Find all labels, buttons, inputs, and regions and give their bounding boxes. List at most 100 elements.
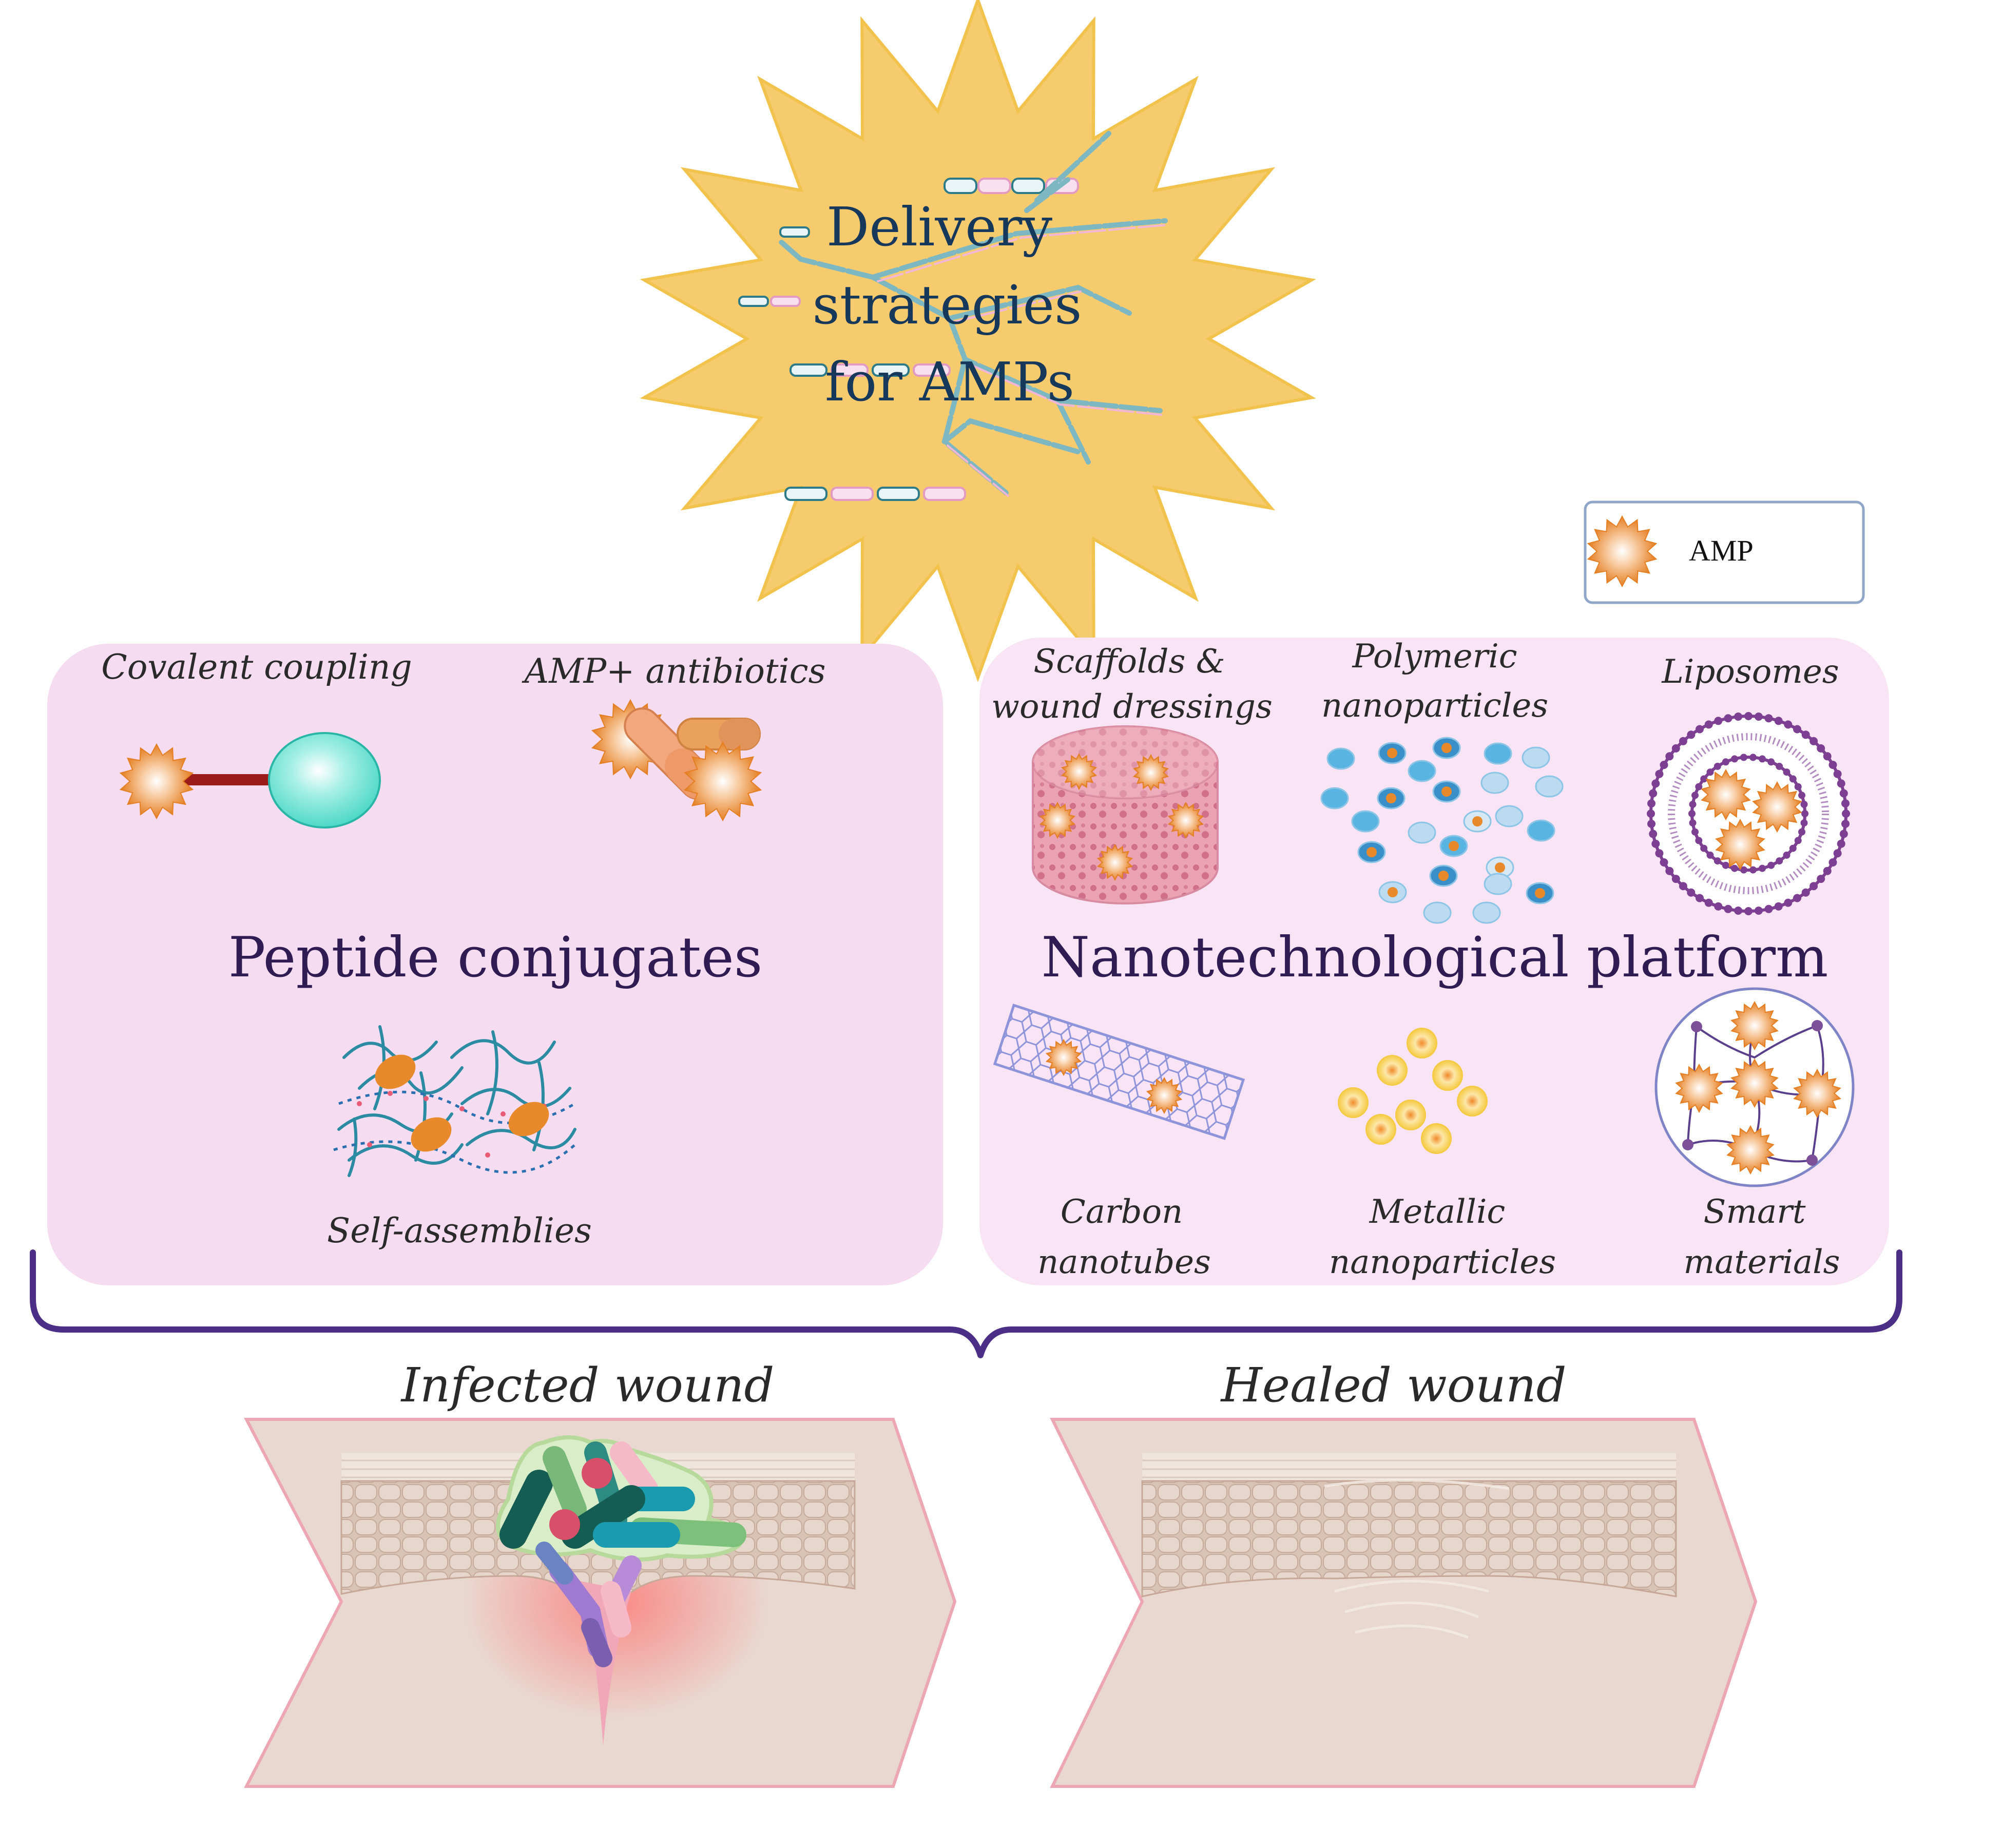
lipid-head bbox=[1679, 882, 1687, 891]
lipid-head bbox=[1810, 737, 1818, 745]
lipid-head bbox=[1794, 837, 1802, 844]
lipid-head bbox=[1823, 867, 1832, 875]
lipid-head bbox=[1774, 902, 1783, 911]
lipid-head bbox=[1651, 779, 1660, 788]
lipid-head bbox=[1833, 849, 1842, 858]
lipid-head bbox=[1722, 861, 1729, 869]
lipid-head bbox=[1767, 861, 1775, 869]
lipid-head bbox=[1783, 851, 1791, 859]
carbon-label-line-1: Carbon bbox=[1061, 1193, 1183, 1231]
lipid-head bbox=[1817, 875, 1825, 883]
amp-dot bbox=[1388, 887, 1398, 897]
polymeric-label-line-2: nanoparticles bbox=[1321, 687, 1548, 725]
lipid-head bbox=[1679, 737, 1687, 745]
lipid-head bbox=[1687, 730, 1696, 739]
lipid-head bbox=[1695, 783, 1703, 791]
lipid-head bbox=[1700, 844, 1708, 852]
lipid-head bbox=[1706, 851, 1714, 859]
lipid-head bbox=[1706, 768, 1714, 776]
nanoparticle bbox=[1472, 901, 1501, 924]
lipid-head bbox=[1660, 761, 1668, 769]
lipid-head bbox=[1722, 758, 1729, 766]
lipid-head bbox=[1794, 783, 1802, 791]
lipid-head bbox=[1776, 857, 1783, 865]
lipid-head bbox=[1839, 830, 1848, 838]
lipid-head bbox=[1687, 888, 1696, 897]
lipid-head bbox=[1837, 839, 1845, 848]
nanoparticle bbox=[1408, 760, 1436, 782]
amp-legend-icon bbox=[1587, 515, 1658, 588]
nanoparticle bbox=[1495, 805, 1524, 827]
amp-antibiotics-label: AMP+ antibiotics bbox=[522, 651, 826, 691]
carbon-label-line-2: nanotubes bbox=[1037, 1243, 1211, 1281]
self-assemblies-icon bbox=[333, 1025, 576, 1177]
lipid-head bbox=[1655, 849, 1664, 858]
nanoparticle bbox=[1522, 746, 1550, 769]
lipid-head bbox=[1783, 768, 1791, 776]
lipid-head bbox=[1695, 837, 1703, 844]
lipid-head bbox=[1647, 819, 1656, 828]
lipid-head bbox=[1801, 730, 1810, 739]
scaffold-icon bbox=[1032, 725, 1219, 904]
lipid-head bbox=[1798, 828, 1805, 836]
amp-dot bbox=[1449, 841, 1459, 851]
lipid-head bbox=[1647, 810, 1655, 818]
lipid-head bbox=[1798, 792, 1805, 799]
covalent-coupling-icon bbox=[119, 732, 381, 829]
lipid-head bbox=[1734, 907, 1743, 915]
lipid-head bbox=[1800, 800, 1808, 808]
lipid-head bbox=[1759, 864, 1766, 872]
lipid-head bbox=[1696, 894, 1704, 902]
lipid-head bbox=[1714, 857, 1721, 865]
title-line-1: Delivery bbox=[826, 196, 1052, 258]
liposome-icon bbox=[1647, 712, 1850, 915]
lipid-head bbox=[1789, 775, 1797, 783]
healed-wound-label: Healed wound bbox=[1220, 1358, 1566, 1413]
healed-wound-illustration bbox=[1050, 1418, 1758, 1788]
lipid-head bbox=[1764, 904, 1773, 913]
smart-materials-icon bbox=[1654, 987, 1855, 1187]
lipid-head bbox=[1754, 907, 1763, 915]
nanoparticle bbox=[1408, 821, 1436, 844]
covalent-coupling-label: Covalent coupling bbox=[101, 647, 412, 687]
lipid-head bbox=[1714, 902, 1723, 911]
lipid-head bbox=[1731, 864, 1738, 872]
nanoparticle bbox=[1484, 742, 1512, 765]
amp-antibiotic-capsules-icon bbox=[591, 699, 762, 822]
metallic-nanoparticles-icon bbox=[1338, 1028, 1488, 1154]
lipid-head bbox=[1696, 725, 1704, 734]
title-starburst: Delivery strategies for AMPs bbox=[640, 0, 1316, 682]
metallic-label-line-2: nanoparticles bbox=[1329, 1243, 1556, 1281]
lipid-head bbox=[1651, 839, 1660, 848]
lipid-head bbox=[1837, 779, 1845, 788]
lipid-head bbox=[1649, 789, 1658, 798]
lipid-head bbox=[1828, 761, 1837, 769]
lipid-head bbox=[1647, 799, 1656, 808]
lipid-head bbox=[1688, 810, 1696, 817]
lipid-head bbox=[1784, 720, 1793, 729]
nanotechnological-platform-panel: Scaffolds & wound dressings Polymeric na… bbox=[979, 638, 1889, 1285]
lipid-head bbox=[1828, 858, 1837, 867]
peptide-conjugates-panel: Covalent coupling AMP+ antibiotics Pepti… bbox=[47, 644, 943, 1285]
lipid-head bbox=[1841, 799, 1850, 808]
lipid-head bbox=[1789, 844, 1797, 852]
grouping-brace bbox=[30, 1249, 1902, 1358]
lipid-head bbox=[1671, 744, 1680, 753]
amp-dot bbox=[1366, 847, 1377, 857]
lipid-head bbox=[1649, 830, 1658, 838]
nanoparticle bbox=[1527, 819, 1555, 842]
lipid-head bbox=[1823, 752, 1832, 761]
amp-dot bbox=[1441, 743, 1452, 753]
lipid-head bbox=[1754, 713, 1763, 721]
peptide-conjugates-heading: Peptide conjugates bbox=[228, 926, 763, 990]
polymeric-label-line-1: Polymeric bbox=[1352, 638, 1517, 676]
polymeric-nanoparticles-icon bbox=[1320, 737, 1564, 924]
legend-label: AMP bbox=[1689, 534, 1754, 567]
lipid-head bbox=[1731, 755, 1738, 763]
self-assemblies-label: Self-assemblies bbox=[327, 1211, 592, 1250]
amp-dot bbox=[1387, 748, 1397, 758]
carbon-nanotube-icon bbox=[993, 1004, 1245, 1140]
title-line-2: strategies bbox=[813, 274, 1082, 336]
lipid-head bbox=[1793, 725, 1801, 734]
